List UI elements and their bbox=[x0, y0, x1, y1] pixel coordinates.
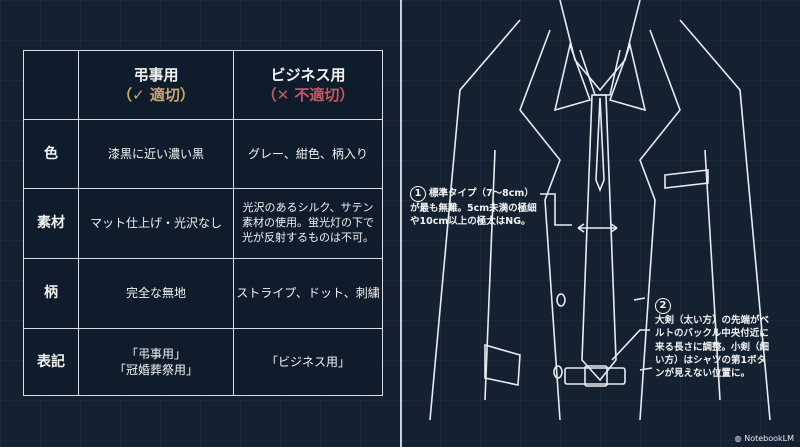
cell-business: グレー、紺色、柄入り bbox=[233, 119, 383, 189]
note-number: 2 bbox=[655, 298, 671, 314]
suit-tie-illustration bbox=[429, 0, 771, 421]
row-label: 色 bbox=[23, 119, 79, 189]
logo-text: NotebookLM bbox=[744, 434, 794, 443]
cell-funeral: マット仕上げ・光沢なし bbox=[78, 188, 234, 259]
table-row: 表記 「弔事用」 「冠婚葬祭用」 「ビジネス用」 bbox=[23, 328, 383, 396]
header-business-verdict: （✕ 不適切） bbox=[261, 86, 355, 104]
header-business: ビジネス用 （✕ 不適切） bbox=[233, 50, 383, 120]
row-label: 表記 bbox=[23, 328, 79, 396]
cell-business: 「ビジネス用」 bbox=[233, 328, 383, 396]
divider-line bbox=[400, 0, 402, 447]
row-label: 柄 bbox=[23, 258, 79, 329]
table-row: 色 漆黒に近い濃い黒 グレー、紺色、柄入り bbox=[23, 119, 383, 189]
cell-funeral: 完全な無地 bbox=[78, 258, 234, 329]
note-text: 大剣（太い方）の先端がベルトのバックル中央付近に来る長さに調整。小剣（細い方）は… bbox=[655, 315, 770, 380]
corner-cell bbox=[23, 50, 79, 120]
header-business-title: ビジネス用 bbox=[270, 65, 346, 84]
tie bbox=[581, 94, 617, 382]
note-tie-length: 2 大剣（太い方）の先端がベルトのバックル中央付近に来る長さに調整。小剣（細い方… bbox=[655, 298, 775, 380]
note-text: 標準タイプ（7〜8cm）が最も無難。5cm未満の極細や10cm以上の極太はNG。 bbox=[410, 188, 537, 228]
cell-funeral: 「弔事用」 「冠婚葬祭用」 bbox=[78, 328, 234, 396]
header-funeral-verdict: （✓ 適切） bbox=[117, 86, 195, 104]
comparison-table: 弔事用 （✓ 適切） ビジネス用 （✕ 不適切） 色 漆黒に近い濃い黒 グレー、… bbox=[23, 50, 383, 396]
note-number: 1 bbox=[410, 186, 426, 202]
cell-business: 光沢のあるシルク、サテン素材の使用。蛍光灯の下で光が反射するものは不可。 bbox=[233, 188, 383, 259]
header-funeral: 弔事用 （✓ 適切） bbox=[78, 50, 234, 120]
row-label: 素材 bbox=[23, 188, 79, 259]
header-funeral-title: 弔事用 bbox=[133, 65, 179, 84]
table-row: 素材 マット仕上げ・光沢なし 光沢のあるシルク、サテン素材の使用。蛍光灯の下で光… bbox=[23, 188, 383, 259]
cell-business: ストライプ、ドット、刺繍 bbox=[233, 258, 383, 329]
notebooklm-logo: ◍ NotebookLM bbox=[734, 434, 794, 443]
cell-funeral: 漆黒に近い濃い黒 bbox=[78, 119, 234, 189]
table-row: 柄 完全な無地 ストライプ、ドット、刺繍 bbox=[23, 258, 383, 329]
